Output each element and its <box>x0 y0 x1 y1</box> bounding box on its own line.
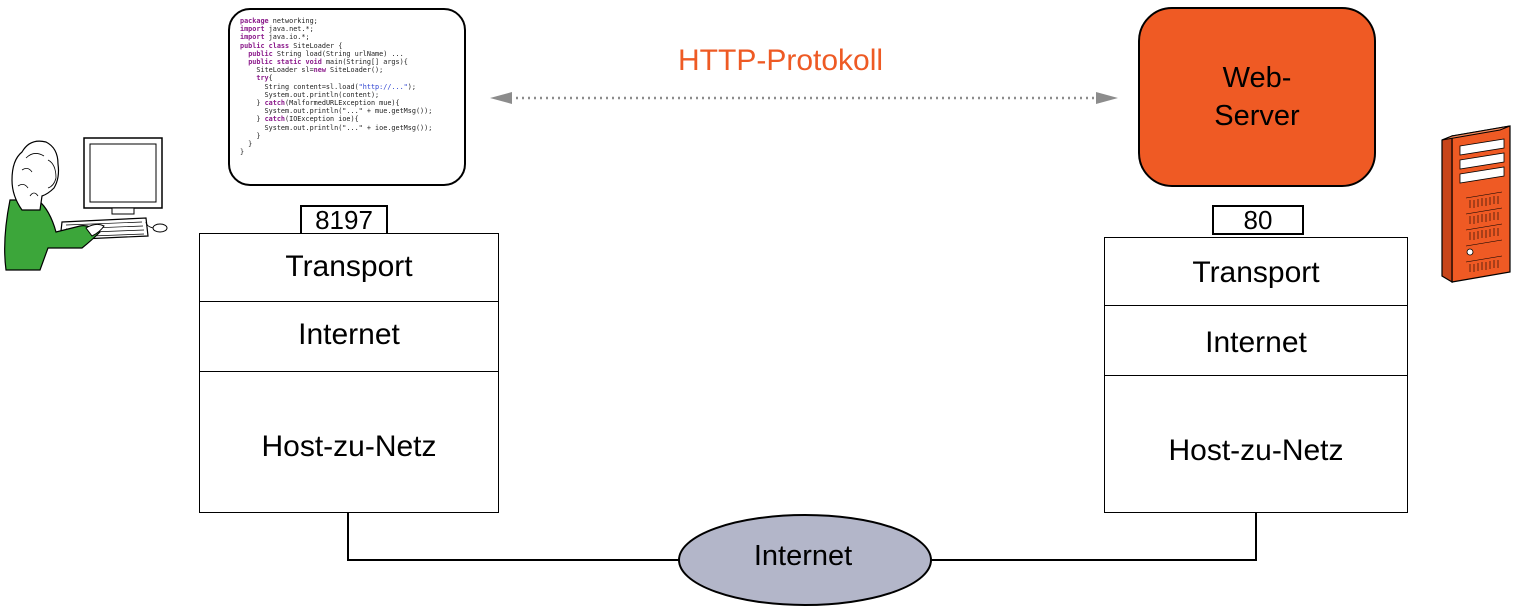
code-token: } <box>240 131 261 140</box>
code-token <box>240 50 248 58</box>
code-token: SiteLoader(); <box>325 66 384 75</box>
code-token: SiteLoader sl= <box>240 66 314 75</box>
code-token <box>240 74 256 82</box>
code-token: ); <box>407 82 416 91</box>
code-token: { <box>268 74 273 83</box>
server-internet-layer: Internet <box>1205 326 1307 359</box>
code-token: String content=sl.load( <box>240 82 359 91</box>
code-line: System.out.println("..." + ioe.getMsg())… <box>240 124 460 132</box>
person-at-computer-icon <box>4 137 168 271</box>
code-line: } <box>240 132 460 140</box>
code-token: java.net.*; <box>264 25 314 34</box>
code-token: new <box>313 66 326 75</box>
code-line: } catch(IOException ioe){ <box>240 115 460 123</box>
code-line: System.out.println(content); <box>240 91 460 99</box>
server-rack-icon <box>1441 125 1511 284</box>
code-token: package <box>240 17 269 25</box>
server-host-to-net-layer: Host-zu-Netz <box>1168 434 1344 467</box>
code-line: public String load(String urlName) ... <box>240 50 460 58</box>
code-line: public class SiteLoader { <box>240 42 460 50</box>
code-token: SiteLoader { <box>289 41 343 50</box>
client-protocol-stack: Transport Internet Host-zu-Netz <box>199 233 499 513</box>
code-token <box>240 58 248 66</box>
code-line: } <box>240 148 460 156</box>
code-token: } <box>240 99 265 108</box>
code-listing: package networking;import java.net.*;imp… <box>240 17 460 156</box>
code-token: import <box>240 25 265 34</box>
internet-cloud <box>678 514 932 606</box>
client-host-to-net-layer: Host-zu-Netz <box>261 430 437 463</box>
code-token: "http://..." <box>358 82 408 91</box>
client-internet-layer: Internet <box>298 318 400 351</box>
code-token: catch <box>264 99 286 108</box>
code-token: main(String[] args){ <box>321 58 408 67</box>
code-token: System.out.println(content); <box>240 90 380 99</box>
client-application-code: package networking;import java.net.*;imp… <box>228 8 466 186</box>
server-wire <box>928 512 1257 561</box>
code-token: System.out.println("..." + ioe.getMsg())… <box>240 123 433 132</box>
code-line: import java.net.*; <box>240 25 460 33</box>
code-line: System.out.println("..." + mue.getMsg())… <box>240 107 460 115</box>
server-port: 80 <box>1212 205 1304 235</box>
web-server-label-line2: Server <box>1214 100 1300 132</box>
code-token: import <box>240 33 265 42</box>
code-line: try{ <box>240 74 460 82</box>
code-line: } <box>240 140 460 148</box>
code-token: } <box>240 148 245 157</box>
server-transport-layer: Transport <box>1192 256 1320 289</box>
code-token: (IOException ioe){ <box>285 115 359 124</box>
code-line: } catch(MalformedURLException mue){ <box>240 99 460 107</box>
code-line: String content=sl.load("http://..."); <box>240 83 460 91</box>
server-layer-divider-1 <box>1105 305 1407 306</box>
code-token: catch <box>264 115 286 124</box>
code-token: System.out.println("..." + mue.getMsg())… <box>240 107 433 116</box>
client-port: 8197 <box>300 205 388 235</box>
code-token: public static void <box>248 58 322 67</box>
code-token: } <box>240 115 265 124</box>
protocol-label: HTTP-Protokoll <box>678 44 884 77</box>
code-token: networking; <box>268 17 318 25</box>
web-server-label-line1: Web- <box>1222 62 1292 94</box>
server-protocol-stack: Transport Internet Host-zu-Netz <box>1104 237 1408 513</box>
protocol-arrow <box>490 92 1118 104</box>
code-token: } <box>240 140 253 149</box>
client-layer-divider-1 <box>200 301 498 302</box>
code-token: try <box>256 74 269 83</box>
server-layer-divider-2 <box>1105 375 1407 376</box>
client-layer-divider-2 <box>200 371 498 372</box>
code-token: String load(String urlName) ... <box>272 49 404 58</box>
network-label: Internet <box>753 540 853 572</box>
code-line: public static void main(String[] args){ <box>240 58 460 66</box>
code-token: (MalformedURLException mue){ <box>285 99 400 108</box>
code-token: public <box>248 49 273 58</box>
client-transport-layer: Transport <box>285 250 413 283</box>
client-wire <box>347 512 682 561</box>
code-line: SiteLoader sl=new SiteLoader(); <box>240 66 460 74</box>
code-line: package networking; <box>240 17 460 25</box>
code-token: java.io.*; <box>264 33 310 42</box>
code-token: public class <box>240 41 290 50</box>
code-line: import java.io.*; <box>240 33 460 41</box>
web-server-box: Web- Server <box>1138 7 1376 187</box>
